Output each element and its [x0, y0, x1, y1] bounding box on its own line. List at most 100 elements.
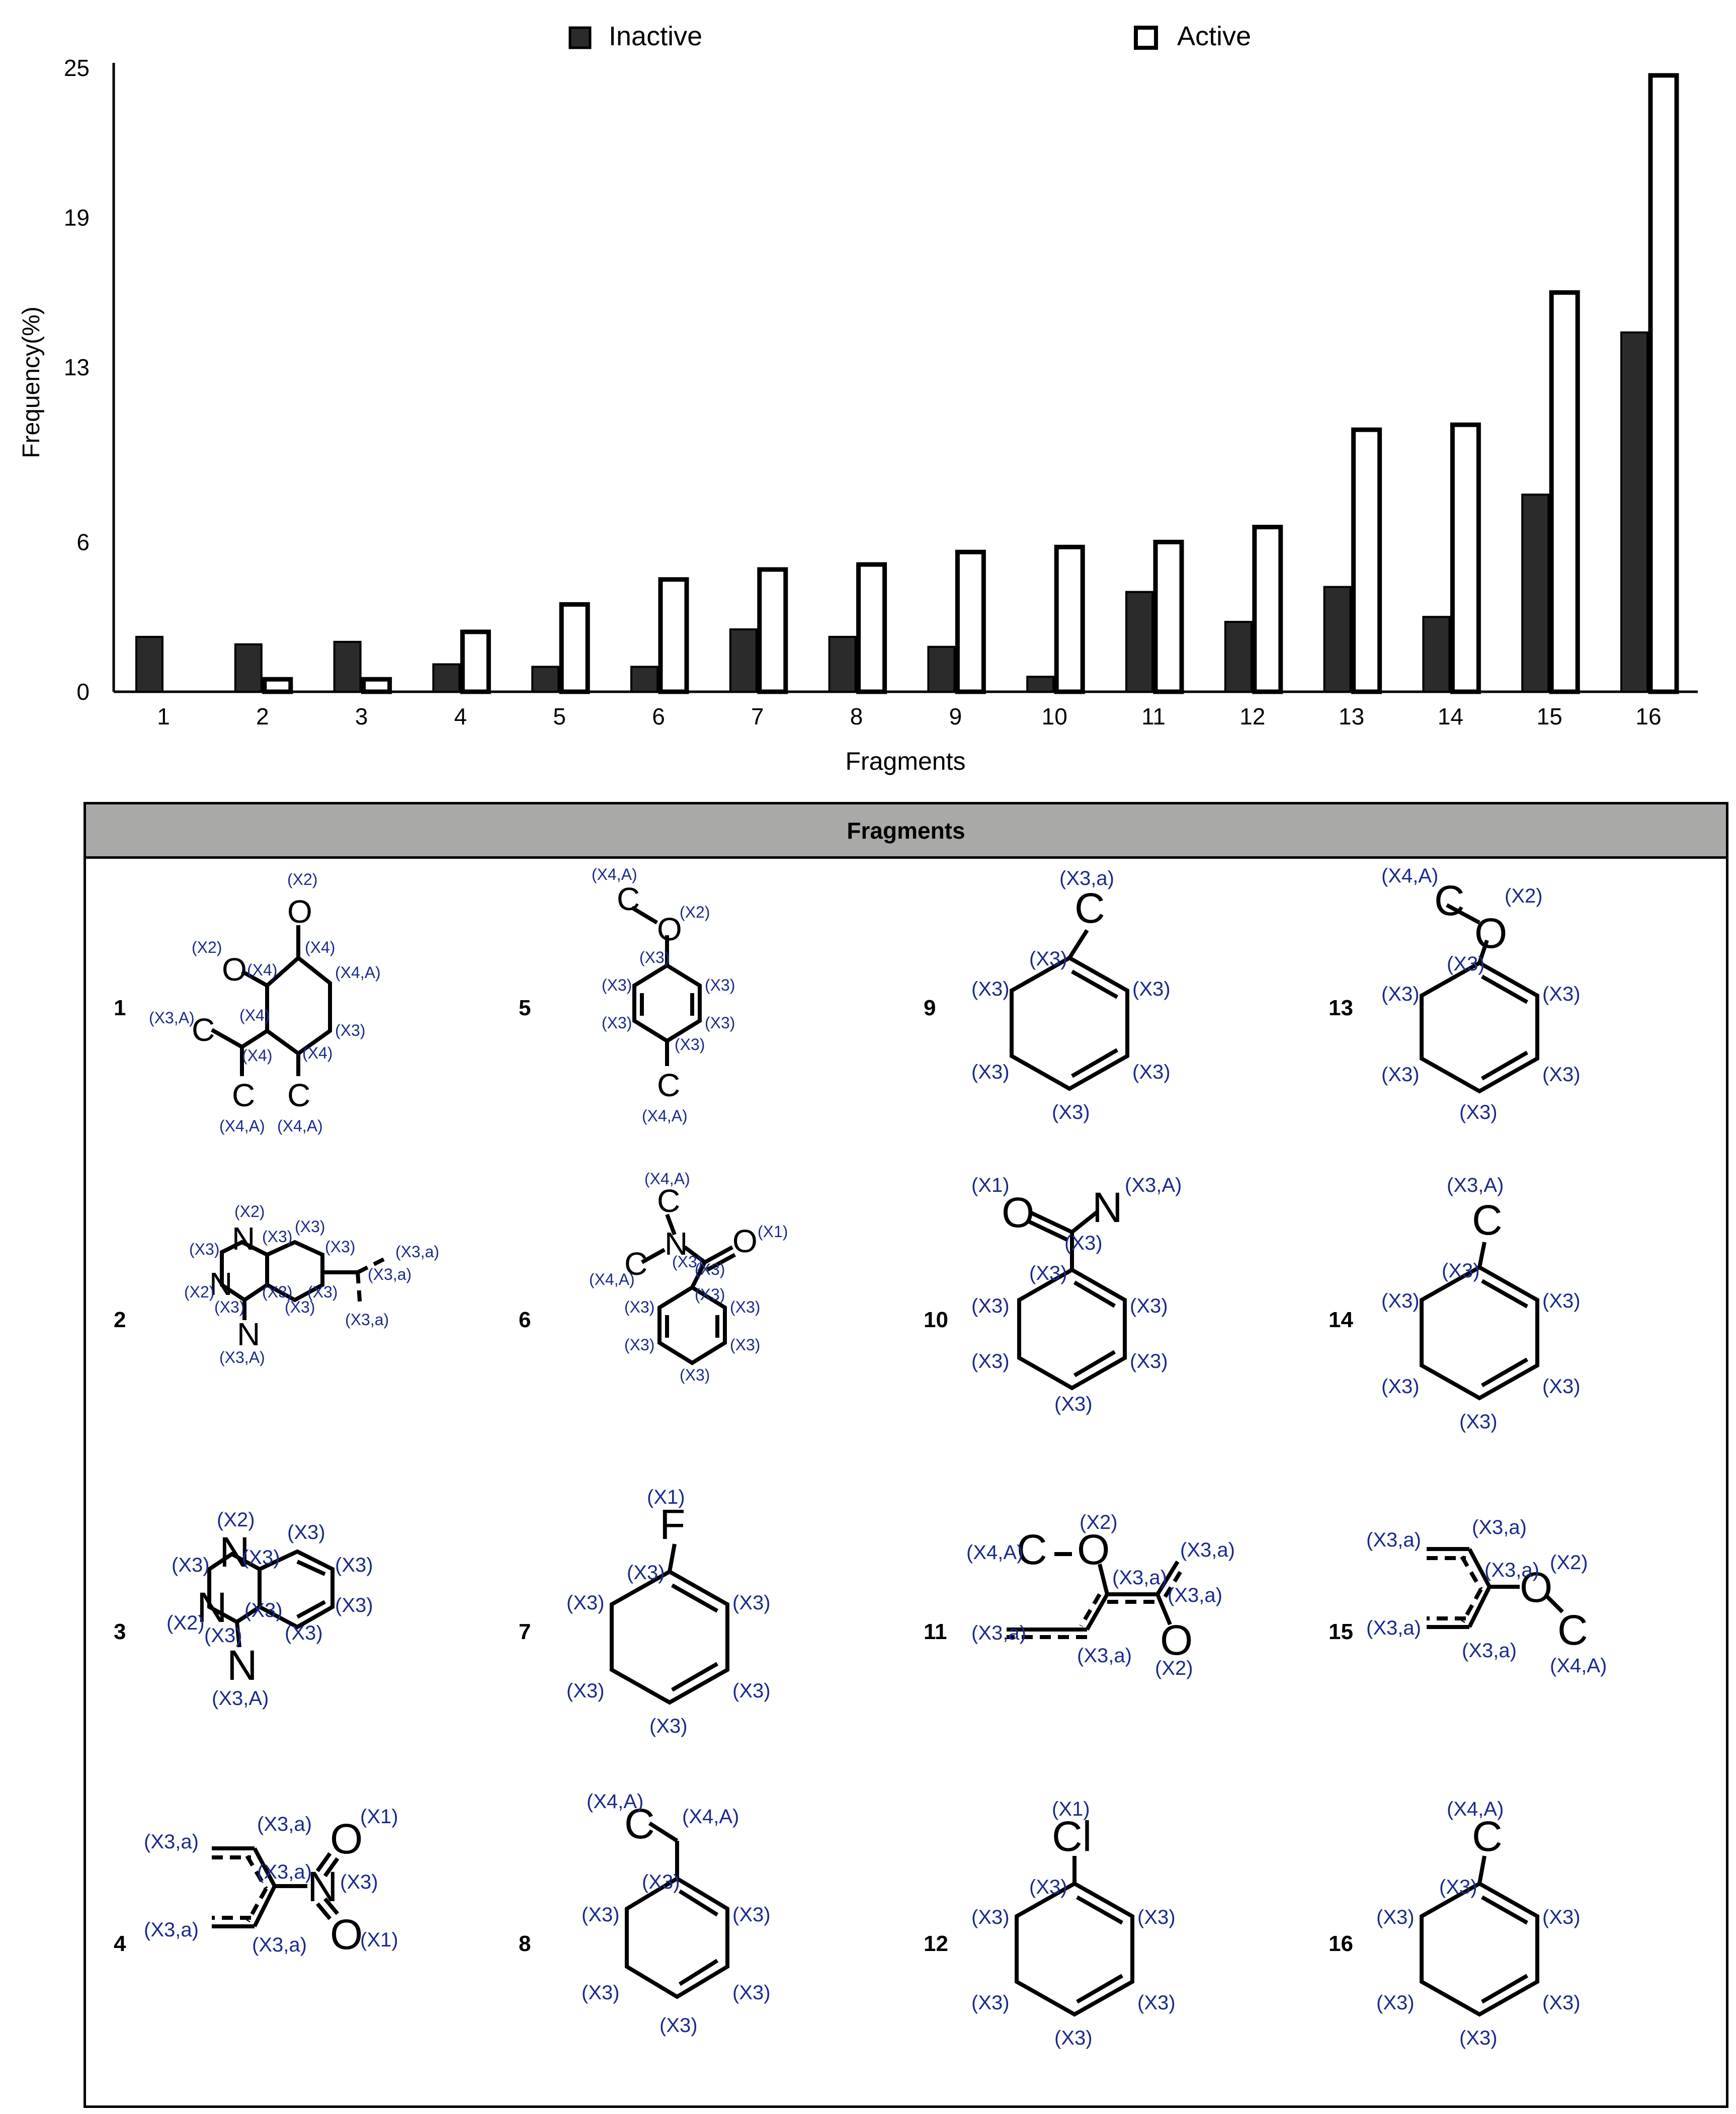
- atom-type-label: (X2): [184, 1283, 214, 1301]
- atom-type-label: (X3,a): [1484, 1559, 1539, 1581]
- fragment-structure-5: C O C (X4,A) (X2) (X3) (X3) (X3) (X3) (X…: [592, 865, 735, 1125]
- atom-type-label: (X3): [189, 1240, 219, 1258]
- atom-type-label: (X3): [566, 1592, 605, 1614]
- x-tick-label: 4: [454, 703, 467, 729]
- atom-label: O: [330, 1911, 363, 1958]
- atom-label: C: [287, 1077, 310, 1113]
- atom-type-label: (X3): [602, 1014, 632, 1032]
- atom-type-label: (X3): [1542, 1906, 1581, 1928]
- y-tick-label: 6: [76, 529, 90, 555]
- fragment-cell-2: 2 N N N (X2) (X3) (X3) (X3) (X3) (X2) (X…: [86, 1172, 491, 1484]
- atom-type-label: (X2): [287, 870, 317, 888]
- atom-type-label: (X3,a): [368, 1265, 411, 1283]
- atom-type-label: (X4,A): [587, 1791, 643, 1813]
- fragment-structure-13: C O (X4,A) (X2) (X3) (X3) (X3) (X3) (X3)…: [1381, 865, 1581, 1123]
- atom-type-label: (X3): [1542, 1992, 1581, 2014]
- atom-label: O: [1474, 910, 1507, 957]
- bar-inactive-11: [1125, 591, 1153, 693]
- atom-label: C: [624, 1800, 655, 1847]
- atom-label: C: [1557, 1606, 1588, 1654]
- atom-type-label: (X3): [566, 1680, 605, 1702]
- fragment-structure-4: N O O (X3,a) (X3,a) (X3,a) (X1) (X3) (X3…: [144, 1806, 398, 1958]
- atom-type-label: (X3): [1542, 1290, 1581, 1312]
- y-tick-label: 13: [64, 354, 90, 380]
- atom-label: N: [219, 1528, 250, 1576]
- atom-type-label: (X4,A): [592, 865, 637, 883]
- atom-type-label: (X3): [624, 1298, 654, 1316]
- atom-type-label: (X3,a): [1112, 1567, 1167, 1589]
- atom-type-label: (X3,a): [257, 1861, 312, 1883]
- bar-active-11: [1153, 539, 1184, 694]
- x-tick-label: 14: [1438, 703, 1463, 729]
- bar-active-9: [955, 549, 986, 694]
- atom-label: C: [192, 1012, 215, 1048]
- atom-type-label: (X2): [1550, 1552, 1588, 1574]
- atom-type-label: (X3,a): [144, 1831, 199, 1853]
- legend-swatch-active: [1134, 26, 1158, 50]
- atom-type-label: (X1): [360, 1806, 398, 1828]
- atom-type-label: (X4,A): [589, 1270, 635, 1288]
- bar-active-12: [1252, 525, 1283, 694]
- atom-type-label: (X4): [239, 1006, 270, 1024]
- atom-label: N: [209, 1266, 232, 1302]
- fragment-structure-8: C (X4,A) (X4,A) (X3) (X3) (X3) (X3) (X3)…: [582, 1791, 771, 2037]
- atom-type-label: (X3): [1029, 1262, 1067, 1284]
- atom-type-label: (X3): [1130, 1350, 1168, 1372]
- bar-inactive-2: [234, 643, 263, 693]
- atom-type-label: (X3): [659, 2014, 698, 2037]
- x-axis-label: Fragments: [846, 747, 966, 775]
- fragment-cell-1: 1 O O C C C (X2) (X2) (X4) (X4) (X4,A) (…: [86, 860, 491, 1172]
- atom-type-label: (X3): [971, 1350, 1010, 1372]
- atom-type-label: (X4): [305, 938, 335, 956]
- bar-active-10: [1054, 544, 1085, 694]
- atom-type-label: (X3,a): [1059, 867, 1114, 889]
- fragment-number: 1: [114, 996, 126, 1020]
- bars: [135, 73, 1679, 694]
- bar-active-14: [1450, 422, 1481, 694]
- atom-type-label: (X3,A): [149, 1009, 195, 1027]
- atom-label: N: [1092, 1184, 1123, 1231]
- fragment-number: 5: [519, 996, 531, 1020]
- atom-type-label: (X3): [340, 1871, 378, 1893]
- atom-label: N: [197, 1584, 227, 1631]
- fragment-number: 7: [519, 1619, 531, 1644]
- atom-type-label: (X3): [730, 1336, 760, 1354]
- fragment-structure-1: O O C C C (X2) (X2) (X4) (X4) (X4,A) (X3…: [149, 870, 381, 1135]
- x-tick-label: 8: [850, 703, 863, 729]
- legend-swatch-inactive: [568, 26, 592, 49]
- atom-type-label: (X3): [1137, 1906, 1176, 1928]
- atom-type-label: (X2): [1505, 885, 1543, 907]
- atom-type-label: (X3): [295, 1217, 325, 1236]
- atom-type-label: (X3): [1459, 2027, 1498, 2049]
- atom-type-label: (X3): [971, 1061, 1010, 1083]
- atom-type-label: (X3): [649, 1715, 688, 1737]
- atom-type-label: (X3): [242, 1547, 280, 1569]
- atom-type-label: (X3): [705, 976, 735, 994]
- atom-type-label: (X4,A): [682, 1806, 739, 1828]
- atom-label: C: [624, 1246, 647, 1282]
- atom-label: F: [659, 1501, 685, 1548]
- x-tick-label: 1: [157, 703, 170, 729]
- atom-type-label: (X3,A): [1125, 1174, 1182, 1196]
- atom-type-label: (X3,a): [1077, 1645, 1132, 1667]
- atom-type-label: (X4,A): [219, 1117, 265, 1135]
- fragment-cell-14: 14 C (X3,A) (X3) (X3) (X3) (X3) (X3) (X3…: [1301, 1172, 1706, 1484]
- atom-type-label: (X3): [1029, 948, 1067, 970]
- bar-active-16: [1648, 73, 1679, 694]
- atom-type-label: (X3): [582, 1904, 620, 1926]
- atom-type-label: (X4,A): [644, 1170, 690, 1188]
- atom-type-label: (X2): [217, 1509, 255, 1531]
- fragment-number: 10: [924, 1308, 948, 1332]
- atom-label: C: [1472, 1813, 1503, 1860]
- atom-type-label: (X3): [1137, 1992, 1176, 2014]
- fragment-cell-8: 8 C (X4,A) (X4,A) (X3) (X3) (X3) (X3) (X…: [491, 1791, 896, 2107]
- bar-inactive-9: [927, 645, 956, 693]
- atom-type-label: (X3): [705, 1014, 735, 1032]
- fragment-structure-12: Cl (X1) (X3) (X3) (X3) (X3) (X3) (X3): [971, 1798, 1176, 2049]
- x-tick-label: 5: [553, 703, 566, 729]
- atom-type-label: (X2): [167, 1612, 205, 1634]
- atom-type-label: (X3,a): [252, 1934, 307, 1956]
- atom-type-label: (X3): [1442, 1260, 1480, 1282]
- atom-label: O: [1160, 1616, 1193, 1664]
- x-tick-label: 6: [652, 703, 665, 729]
